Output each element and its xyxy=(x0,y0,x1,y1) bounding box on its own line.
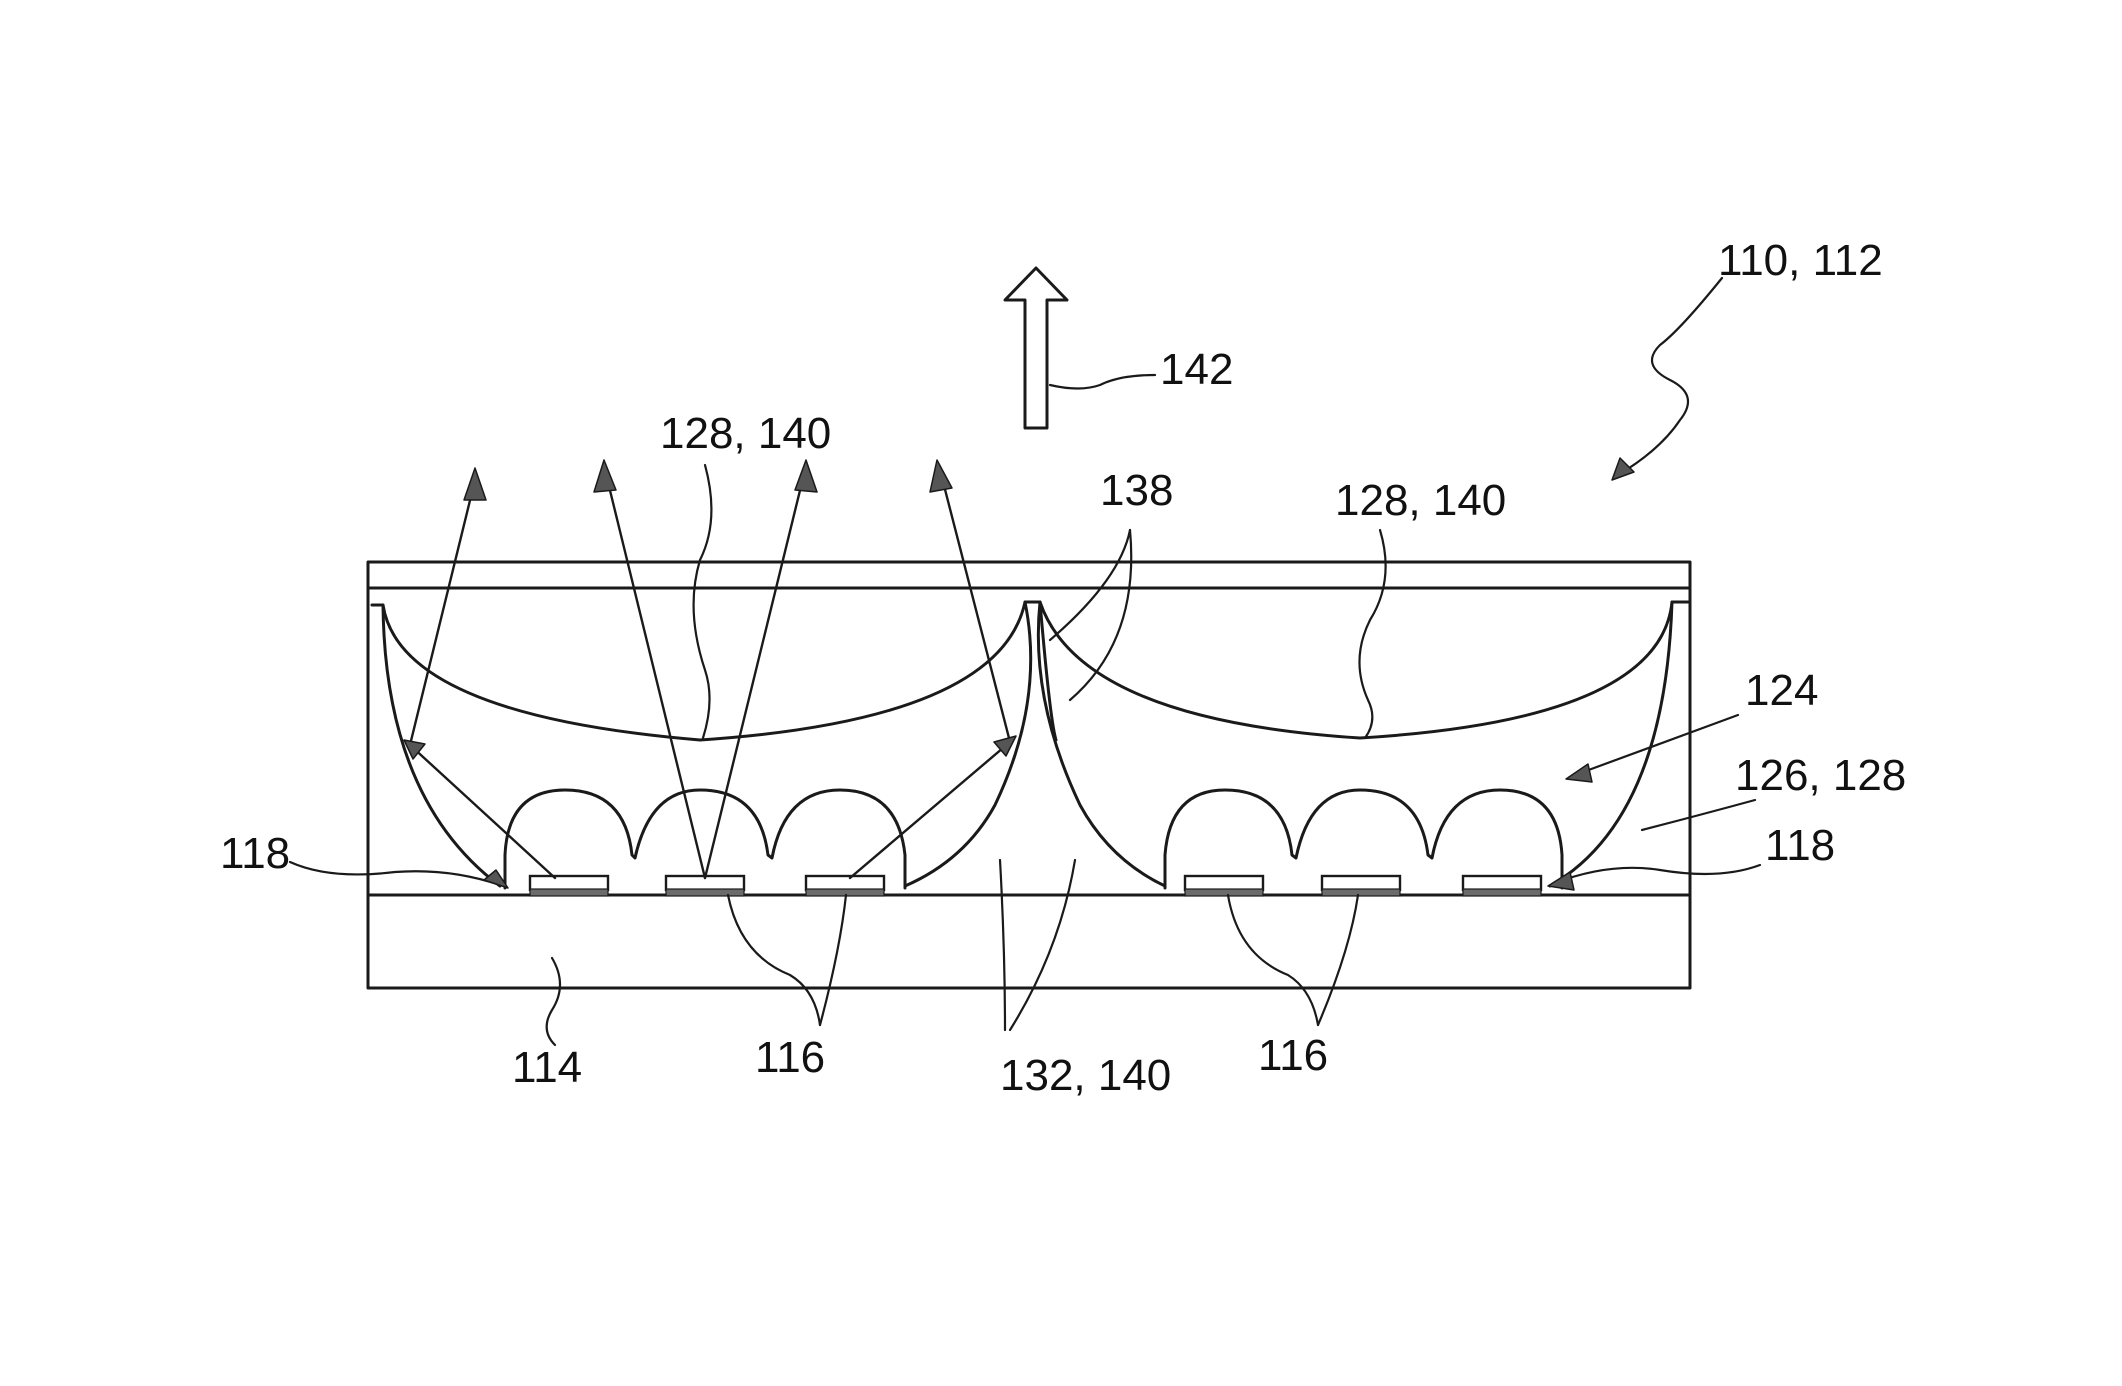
label-substrate: 114 xyxy=(512,1043,582,1092)
ray-arrowhead xyxy=(594,460,616,492)
led-die xyxy=(666,889,744,896)
central-ridge-right xyxy=(1038,602,1165,886)
ray-arrowhead xyxy=(795,460,817,492)
label-leds-right: 116 xyxy=(1258,1031,1328,1080)
led-chip xyxy=(1185,876,1263,890)
leader-side-reflector-b xyxy=(1010,860,1075,1030)
led-die xyxy=(530,889,608,896)
led-die xyxy=(1185,889,1263,896)
device-leader xyxy=(1618,278,1722,475)
led-die xyxy=(1463,889,1541,896)
leader-substrate xyxy=(547,958,560,1045)
right-lens-row xyxy=(1165,790,1562,888)
label-emission-direction: 142 xyxy=(1160,345,1233,394)
left-reflector-bowl xyxy=(372,602,1056,740)
led-die xyxy=(1322,889,1400,896)
label-reflector-left: 128, 140 xyxy=(660,409,831,458)
leader-leds-left-a xyxy=(728,895,820,1025)
label-mirror-left: 118 xyxy=(220,829,290,878)
leader-ridge-a xyxy=(1050,530,1130,640)
label-reflector-right: 128, 140 xyxy=(1335,476,1506,525)
leader-lens xyxy=(1642,800,1755,830)
leader-leds-right-a xyxy=(1228,895,1318,1025)
pointer-arrowhead xyxy=(1566,764,1592,782)
ray xyxy=(850,470,1010,878)
leader-mirror-right xyxy=(1555,865,1760,883)
encapsulant-pointer xyxy=(1566,715,1738,782)
reflectors xyxy=(372,602,1688,886)
up-arrow-icon xyxy=(1005,268,1067,428)
label-encapsulant: 124 xyxy=(1745,666,1818,715)
device-pointer xyxy=(1612,278,1722,480)
label-device: 110, 112 xyxy=(1718,236,1883,285)
lens-domes xyxy=(505,790,1562,888)
leader-mirror-left xyxy=(290,862,500,885)
pointer-arrowhead xyxy=(1612,458,1634,480)
leader-leds-right-b xyxy=(1318,895,1358,1025)
label-ridge: 138 xyxy=(1100,466,1173,515)
label-lens: 126, 128 xyxy=(1735,751,1906,800)
label-leds-left: 116 xyxy=(755,1033,825,1082)
right-reflector-bowl xyxy=(1040,602,1688,738)
leader-side-reflector-a xyxy=(1000,860,1005,1030)
led-chip xyxy=(806,876,884,890)
ray-arrowhead xyxy=(930,460,952,492)
leader-142 xyxy=(1050,375,1155,389)
leader-leds-left-b xyxy=(820,895,846,1025)
label-side-reflector: 132, 140 xyxy=(1000,1051,1171,1100)
right-side-wall xyxy=(1550,602,1672,886)
label-mirror-right: 118 xyxy=(1765,821,1835,870)
ray xyxy=(410,480,555,878)
led-chip xyxy=(1463,876,1541,890)
led-chip xyxy=(530,876,608,890)
emission-direction-arrow xyxy=(1005,268,1067,428)
led-chip xyxy=(1322,876,1400,890)
leader-reflector-left xyxy=(694,465,712,738)
leds xyxy=(530,876,1541,896)
ray-arrowhead xyxy=(464,468,486,500)
